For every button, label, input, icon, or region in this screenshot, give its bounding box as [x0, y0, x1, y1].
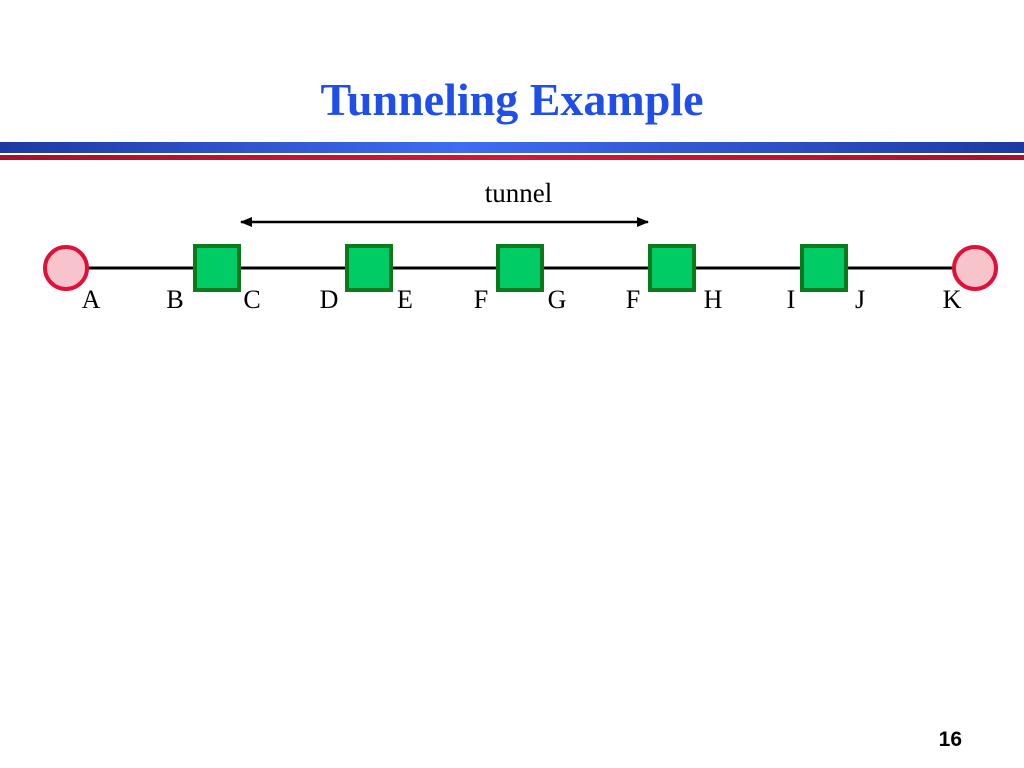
node-label: F: [473, 285, 489, 314]
tunnel-label: tunnel: [484, 178, 553, 208]
router-square-icon: [648, 244, 696, 292]
node-label: I: [786, 285, 796, 314]
node-label: F: [625, 285, 641, 314]
node-label: E: [397, 285, 413, 314]
router-square-icon: [800, 244, 848, 292]
title-rule-blue: [0, 142, 1024, 153]
host-circle-icon: [43, 245, 89, 291]
node-label: J: [854, 285, 866, 314]
router-square-icon: [193, 244, 241, 292]
node-label: G: [547, 285, 567, 314]
router-square-icon: [496, 244, 544, 292]
host-circle-icon: [952, 245, 998, 291]
node-label: K: [942, 285, 962, 314]
node-label: D: [319, 285, 339, 314]
node-label: C: [243, 285, 261, 314]
node-label: H: [703, 285, 723, 314]
node-label: B: [166, 285, 184, 314]
slide-title: Tunneling Example: [320, 74, 704, 125]
node-label: A: [81, 285, 101, 314]
title-rule-red: [0, 155, 1024, 160]
page-number: 16: [938, 728, 962, 751]
router-square-icon: [345, 244, 393, 292]
nodes-layer: [43, 244, 998, 292]
